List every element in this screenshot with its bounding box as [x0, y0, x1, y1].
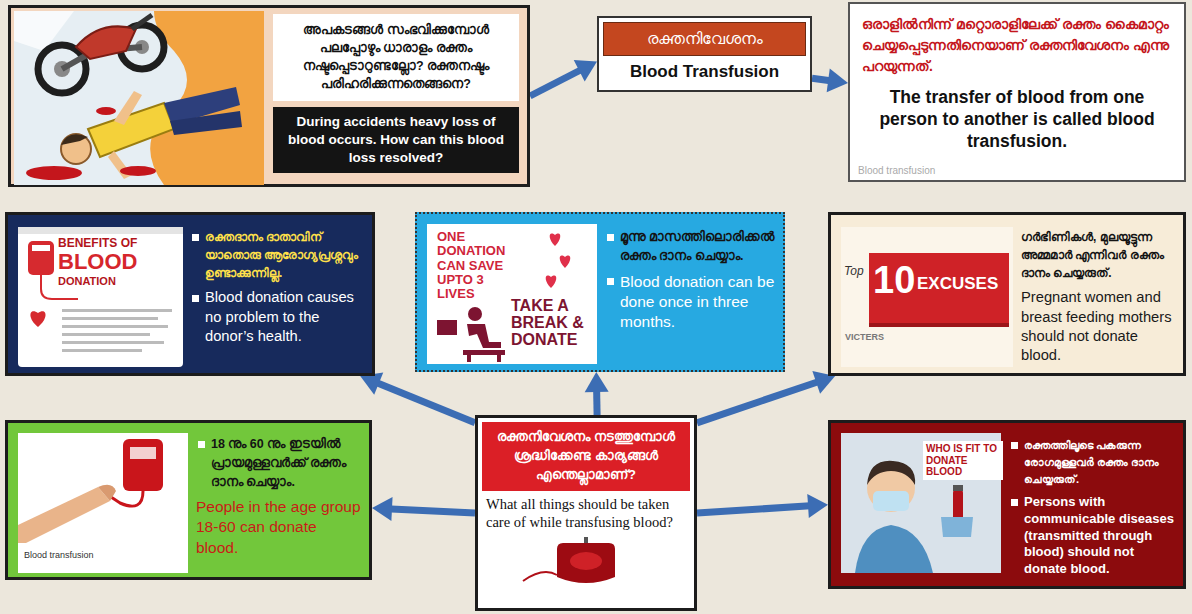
poster-caption: Top [844, 265, 864, 278]
blood-bag-image [483, 537, 689, 589]
panel-heading: ഗർഭിണികൾ, മുലയൂട്ടുന്ന അമ്മമാർ എന്നിവർ ര… [1021, 229, 1175, 282]
panel-heading: 18 നും 60 നും ഇടയിൽ പ്രായമുള്ളവർക്ക് രക്… [196, 435, 361, 491]
flow-arrow [360, 372, 475, 422]
arrow-shaft [697, 380, 822, 422]
poster-caption: EXCUSES [917, 275, 998, 292]
info-panel: ഗർഭിണികൾ, മുലയൂട്ടുന്ന അമ്മമാർ എന്നിവർ ര… [828, 212, 1186, 376]
panel-body: Blood donation causes no problem to the … [190, 288, 364, 345]
info-panel: രക്തദാനം ദാതാവിന് യാതൊരു ആരോഗ്യപ്രശ്നവും… [5, 212, 375, 376]
panel-heading: രക്തനിവേശനം [603, 22, 806, 56]
photo-caption: Blood transfusion [24, 551, 94, 561]
panel-heading: രക്തദാനം ദാതാവിന് യാതൊരു ആരോഗ്യപ്രശ്നവും… [190, 229, 364, 282]
flow-arrow [697, 371, 835, 423]
panel-heading: മൂന്നു മാസത്തിലൊരിക്കൽ രക്തം ദാനം ചെയ്യാ… [605, 228, 775, 266]
arrow-shaft [530, 68, 585, 96]
panel-body: What all things should be taken care of … [482, 491, 690, 531]
arrow-head [827, 69, 848, 93]
watermark: Blood transfusion [858, 165, 935, 176]
panel-body: Pregnant women and breast feeding mother… [1021, 288, 1175, 365]
arrow-shaft [373, 381, 475, 423]
info-panel: അപകടങ്ങൾ സംഭവിക്കുമ്പോൾ പലപ്പോഴും ധാരാളം… [8, 5, 530, 187]
poster-caption: BENEFITS OF [58, 237, 137, 250]
arrow-shaft [386, 509, 475, 513]
accident-illustration [14, 11, 264, 185]
poster-number: 10 [873, 261, 915, 299]
watermark: VICTERS [845, 333, 884, 343]
arrow-head [585, 372, 609, 392]
panel-heading: ഒരാളിൽനിന്ന് മറ്റൊരാളിലേക്ക് രക്തം കൈമാറ… [862, 14, 1172, 77]
info-panel: രക്തത്തിലൂടെ പകരുന്ന രോഗമുള്ളവർ രക്തം ദാ… [828, 420, 1186, 589]
panel-body: The transfer of blood from one person to… [862, 87, 1172, 153]
info-panel: രക്തനിവേശനംBlood Transfusion [597, 16, 812, 92]
info-panel: 18 നും 60 നും ഇടയിൽ പ്രായമുള്ളവർക്ക് രക്… [5, 420, 372, 580]
poster-caption: DONATION [58, 275, 116, 287]
panel-heading: രക്തത്തിലൂടെ പകരുന്ന രോഗമുള്ളവർ രക്തം ദാ… [1009, 437, 1175, 488]
arrow-head [807, 494, 828, 518]
photo-caption: WHO IS FIT TO DONATE BLOOD [923, 441, 1003, 480]
arrow-head [574, 60, 597, 81]
poster-caption: BLOOD [58, 251, 137, 273]
panel-body: Persons with communicable diseases (tran… [1009, 494, 1175, 579]
poster-caption: TAKE A BREAK & DONATE [511, 298, 595, 348]
flow-arrow [372, 497, 475, 521]
panel-heading: രക്തനിവേശനം നടത്തുമ്പോൾ ശ്രദ്ധിക്കേണ്ട ക… [482, 422, 690, 491]
info-panel: രക്തനിവേശനം നടത്തുമ്പോൾ ശ്രദ്ധിക്കേണ്ട ക… [475, 415, 697, 611]
panel-heading: അപകടങ്ങൾ സംഭവിക്കുമ്പോൾ പലപ്പോഴും ധാരാളം… [273, 14, 519, 101]
arrow-shaft [697, 506, 814, 513]
panel-body: Blood Transfusion [603, 56, 806, 85]
flow-arrow [530, 60, 597, 96]
panel-body: During accidents heavy loss of blood occ… [273, 107, 519, 174]
flow-arrow [812, 69, 848, 93]
panel-body: People in the age group 18-60 can donate… [196, 497, 361, 557]
panel-body: Blood donation can be done once in three… [605, 272, 775, 332]
excuses-poster [841, 227, 1013, 367]
arrow-head [372, 497, 393, 521]
info-panel: ഒരാളിൽനിന്ന് മറ്റൊരാളിലേക്ക് രക്തം കൈമാറ… [848, 2, 1186, 182]
poster-caption: ONE DONATION CAN SAVE UPTO 3 LIVES [437, 230, 517, 301]
flow-arrow [697, 494, 828, 518]
info-panel: മൂന്നു മാസത്തിലൊരിക്കൽ രക്തം ദാനം ചെയ്യാ… [415, 212, 785, 372]
flow-arrow [585, 372, 609, 415]
